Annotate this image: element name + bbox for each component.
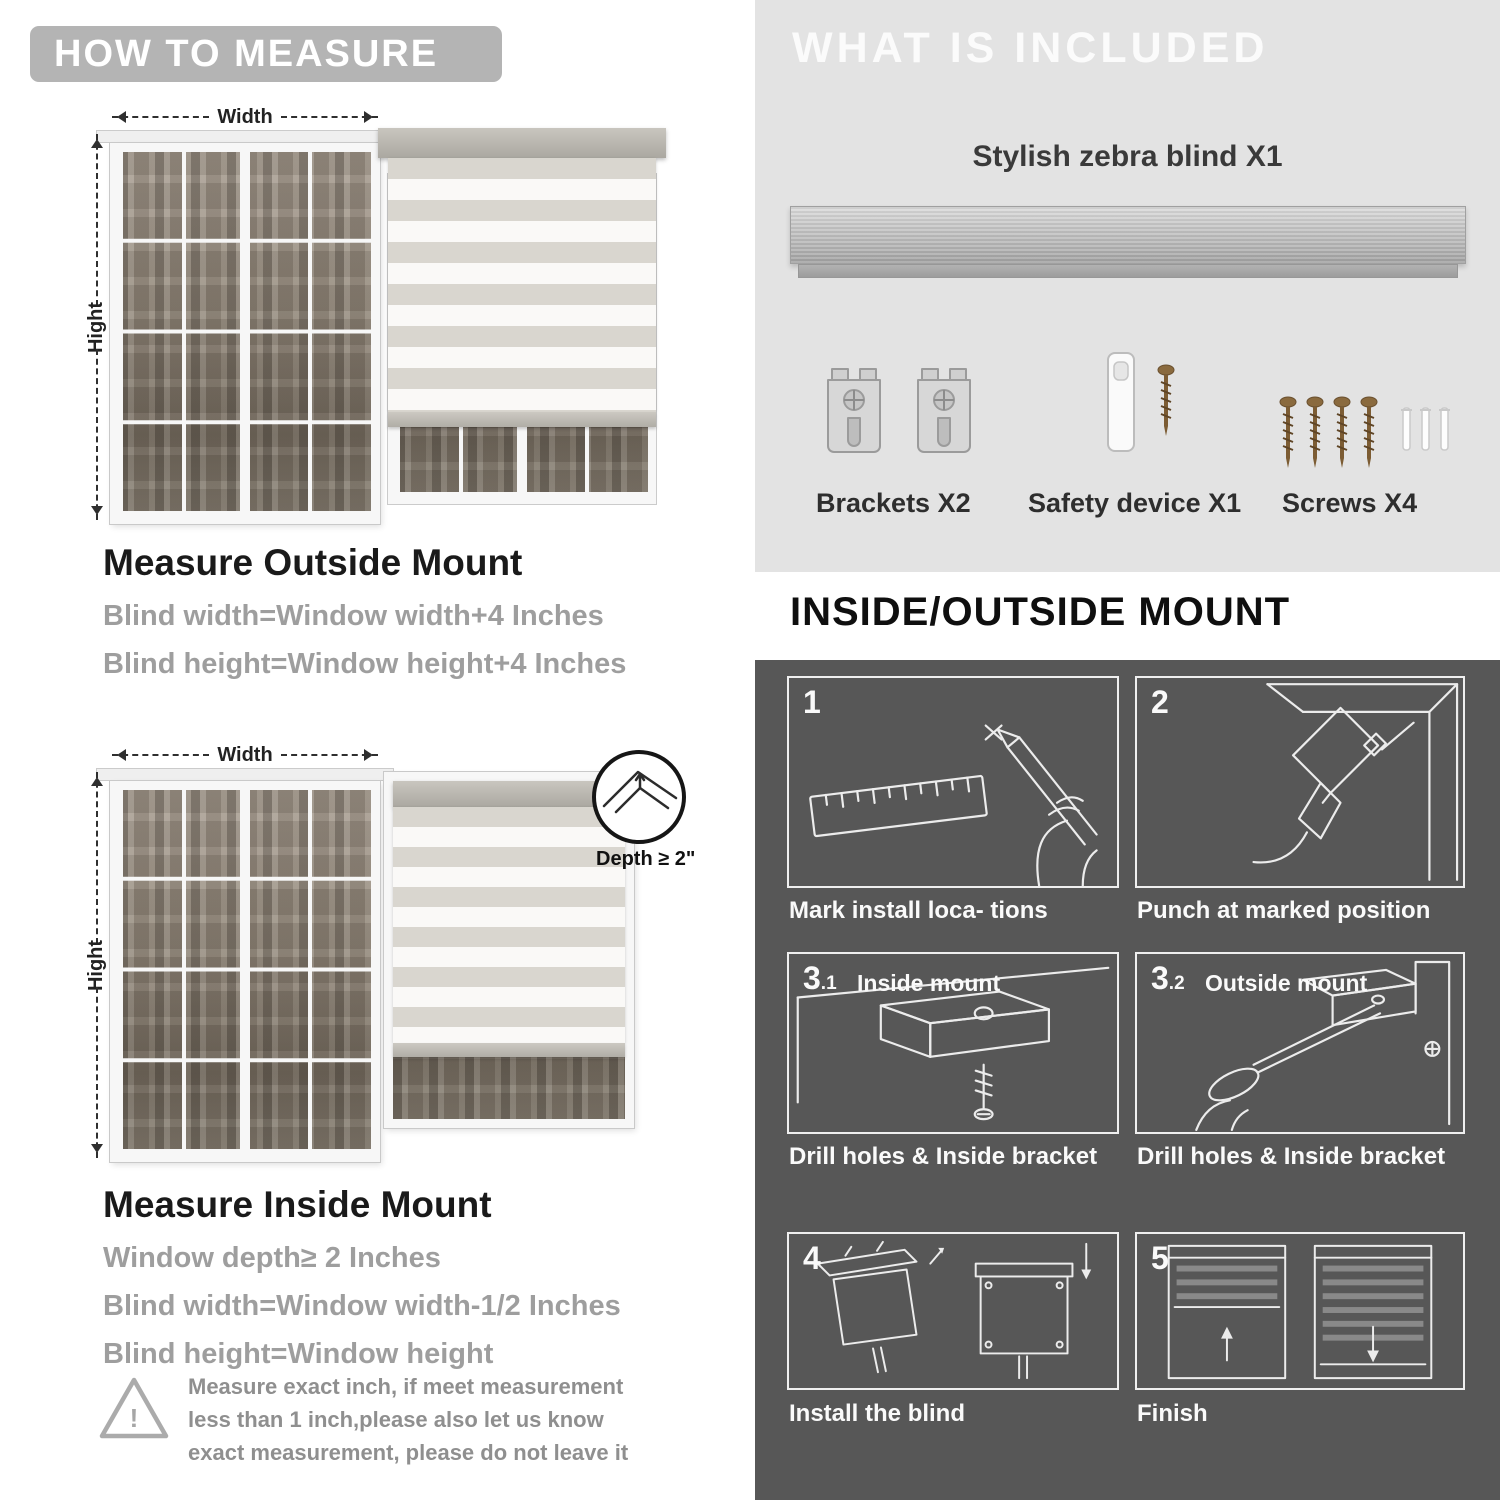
window-frame <box>110 781 380 1162</box>
how-to-measure-header: HOW TO MEASURE <box>30 26 502 82</box>
step-number: 4 <box>803 1240 821 1276</box>
what-is-included-panel <box>755 0 1500 572</box>
step-caption-5: Finish <box>1137 1400 1208 1427</box>
width-label: Width <box>217 743 273 766</box>
blind-stripes <box>388 158 656 412</box>
window-illustration <box>96 130 394 524</box>
anchor-icon <box>1420 407 1431 451</box>
anchor-icon <box>1401 407 1412 451</box>
step-number: 3.2 <box>1151 960 1185 996</box>
width-label: Width <box>217 105 273 128</box>
what-is-included-header: WHAT IS INCLUDED <box>792 24 1269 72</box>
exclamation-mark: ! <box>129 1403 139 1433</box>
inside-mount-line-3: Blind height=Window height <box>103 1338 494 1370</box>
wall-anchors-icon <box>1400 406 1451 458</box>
height-arrow: Hight <box>84 130 110 524</box>
bracket-icon <box>827 368 881 453</box>
window-corner-icon <box>602 770 678 814</box>
depth-callout-label: Depth ≥ 2" <box>596 848 696 870</box>
step-number: 2 <box>1151 684 1169 720</box>
window-panes <box>119 790 371 1153</box>
safety-device-label: Safety device X1 <box>1028 488 1242 518</box>
screw-icon <box>1306 396 1324 468</box>
finish-art <box>1167 1244 1433 1380</box>
arrow-segment <box>280 111 379 123</box>
zebra-blind-product-image <box>790 206 1466 264</box>
zebra-blind-rail-lip <box>798 264 1458 278</box>
step-box-4: 4 <box>787 1232 1119 1390</box>
inside-mount-line-2: Blind width=Window width-1/2 Inches <box>103 1290 621 1322</box>
window-lintel <box>96 130 394 143</box>
outside-mount-window-diagram: Width Hight <box>84 104 394 524</box>
blind-stripes <box>393 807 625 1043</box>
brackets-icon <box>818 366 980 464</box>
inside-mount-line-1: Window depth≥ 2 Inches <box>103 1242 441 1274</box>
screw-icon <box>1333 396 1351 468</box>
zebra-blind-inside-illustration <box>384 772 634 1128</box>
bracket-icon <box>917 368 971 453</box>
step-number: 3.1 <box>803 960 837 996</box>
blind-cassette <box>393 781 625 807</box>
width-arrow: Width <box>110 742 380 768</box>
inside-bracket-art <box>796 966 1110 1121</box>
safety-clip-icon <box>1107 352 1135 452</box>
outside-bracket-art <box>1195 960 1451 1132</box>
step-label: Outside mount <box>1205 970 1368 996</box>
mount-steps-panel <box>755 660 1500 1500</box>
screws-icon <box>1278 396 1451 470</box>
outside-mount-title: Measure Outside Mount <box>103 542 523 583</box>
step-box-3-2: 3.2 Outside mount <box>1135 952 1465 1134</box>
arrow-segment <box>91 986 103 1158</box>
arrow-segment <box>91 348 103 520</box>
arrow-segment <box>280 749 379 761</box>
outside-mount-line-2: Blind height=Window height+4 Inches <box>103 648 627 680</box>
step-caption-2: Punch at marked position <box>1137 897 1431 924</box>
step-caption-3-1: Drill holes & Inside bracket <box>789 1143 1098 1170</box>
screw-icon <box>1279 396 1297 468</box>
screw-icon <box>1157 364 1175 436</box>
arrow-segment <box>91 134 103 306</box>
blind-bottom-rail <box>388 412 656 427</box>
screw-icon <box>1360 396 1378 468</box>
product-label: Stylish zebra blind X1 <box>972 140 1283 173</box>
window-illustration <box>96 768 394 1162</box>
brackets-label: Brackets X2 <box>816 488 971 518</box>
warning-triangle-icon <box>99 1377 169 1439</box>
step-box-2: 2 <box>1135 676 1465 888</box>
arrow-segment <box>91 772 103 944</box>
screws-label: Screws X4 <box>1282 488 1418 518</box>
window-panes <box>119 152 371 515</box>
step-number: 5 <box>1151 1240 1169 1276</box>
step-caption-4: Install the blind <box>789 1400 966 1427</box>
install-blind-art <box>816 1240 1092 1380</box>
step-number: 1 <box>803 684 821 720</box>
height-arrow: Hight <box>84 768 110 1162</box>
warning-icon: ! <box>96 1374 172 1444</box>
drill-art <box>1252 683 1459 881</box>
measure-note: Measure exact inch, if meet measurement … <box>188 1374 629 1465</box>
mark-locations-art <box>809 724 1098 886</box>
anchor-icon <box>1439 407 1450 451</box>
inside-mount-title: Measure Inside Mount <box>103 1184 492 1225</box>
zebra-blind-outside-illustration <box>378 128 666 504</box>
window-frame <box>110 143 380 524</box>
step-box-3-1: 3.1 Inside mount <box>787 952 1119 1134</box>
step-caption-1: Mark install loca- tions <box>789 897 1048 924</box>
arrow-segment <box>112 749 210 761</box>
window-lintel <box>96 768 394 781</box>
step-box-5: 5 <box>1135 1232 1465 1390</box>
blind-cassette <box>378 128 666 158</box>
depth-callout-circle <box>592 750 686 844</box>
blind-bottom-rail <box>393 1043 625 1057</box>
step-box-1: 1 <box>787 676 1119 888</box>
inside-outside-mount-header: INSIDE/OUTSIDE MOUNT <box>790 590 1291 634</box>
arrow-segment <box>112 111 210 123</box>
outside-mount-line-1: Blind width=Window width+4 Inches <box>103 600 604 632</box>
safety-device-icon <box>1100 350 1176 454</box>
step-label: Inside mount <box>857 970 1001 996</box>
step-caption-3-2: Drill holes & Inside bracket <box>1137 1143 1446 1170</box>
inside-mount-window-diagram: Width Hight <box>84 742 394 1162</box>
width-arrow: Width <box>110 104 380 130</box>
